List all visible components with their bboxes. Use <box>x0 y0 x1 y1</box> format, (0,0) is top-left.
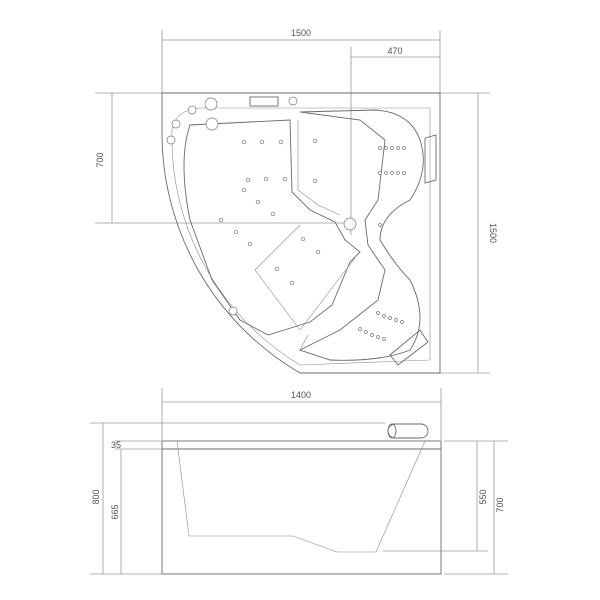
top-right-height-label: 1500 <box>488 223 498 243</box>
valve-icon <box>166 135 176 145</box>
overflow-icon <box>288 96 298 106</box>
rim-label: 35 <box>111 440 121 450</box>
top-width-dimension: 1500 <box>161 28 441 93</box>
spout-icon <box>205 117 219 131</box>
lounge-basin <box>298 109 424 361</box>
depth-label: 550 <box>478 489 488 504</box>
top-right-height-dimension: 1500 <box>440 92 498 374</box>
tub-outer-shell <box>161 92 441 374</box>
basin-profile <box>176 440 426 553</box>
tub-body <box>161 440 442 575</box>
inner-height-label: 665 <box>110 504 120 519</box>
top-left-height-dimension: 700 <box>95 92 355 224</box>
valve-icon <box>187 105 197 115</box>
drain-icon <box>343 217 357 231</box>
side-width-label: 1400 <box>291 390 311 400</box>
headrest-right <box>424 134 437 184</box>
side-width-dimension: 1400 <box>161 388 442 440</box>
top-left-height-label: 700 <box>95 152 105 167</box>
main-basin <box>183 119 361 336</box>
top-view: 1500 470 700 1500 <box>95 28 498 374</box>
side-view: 1400 35 800 665 550 700 <box>90 388 508 575</box>
drain-icon <box>228 306 238 316</box>
jets <box>218 138 406 341</box>
faucet-icon <box>204 97 218 111</box>
tub-rim <box>171 107 431 366</box>
pillow <box>387 423 429 439</box>
pillow-end <box>387 423 397 439</box>
top-offset-label: 470 <box>387 46 402 56</box>
total-height-label: 800 <box>91 489 101 504</box>
top-width-label: 1500 <box>291 28 311 38</box>
body-height-label: 700 <box>495 497 505 512</box>
top-offset-dimension: 470 <box>350 46 440 235</box>
control-panel <box>249 96 279 107</box>
headrest-bottom <box>389 329 429 366</box>
valve-icon <box>171 119 181 129</box>
